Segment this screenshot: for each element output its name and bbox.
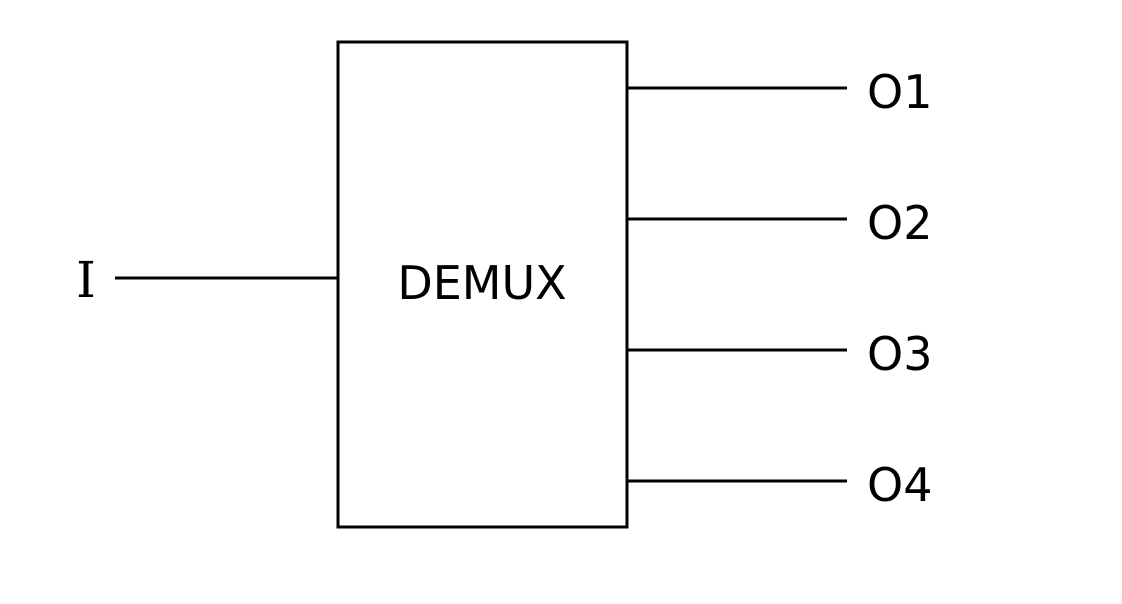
- demux-block-label: DEMUX: [397, 256, 566, 310]
- input-label: I: [76, 251, 96, 309]
- output-label-1: O1: [867, 65, 932, 119]
- output-label-3: O3: [867, 327, 932, 381]
- output-label-2: O2: [867, 196, 932, 250]
- output-label-4: O4: [867, 458, 932, 512]
- demux-block: [336, 40, 629, 529]
